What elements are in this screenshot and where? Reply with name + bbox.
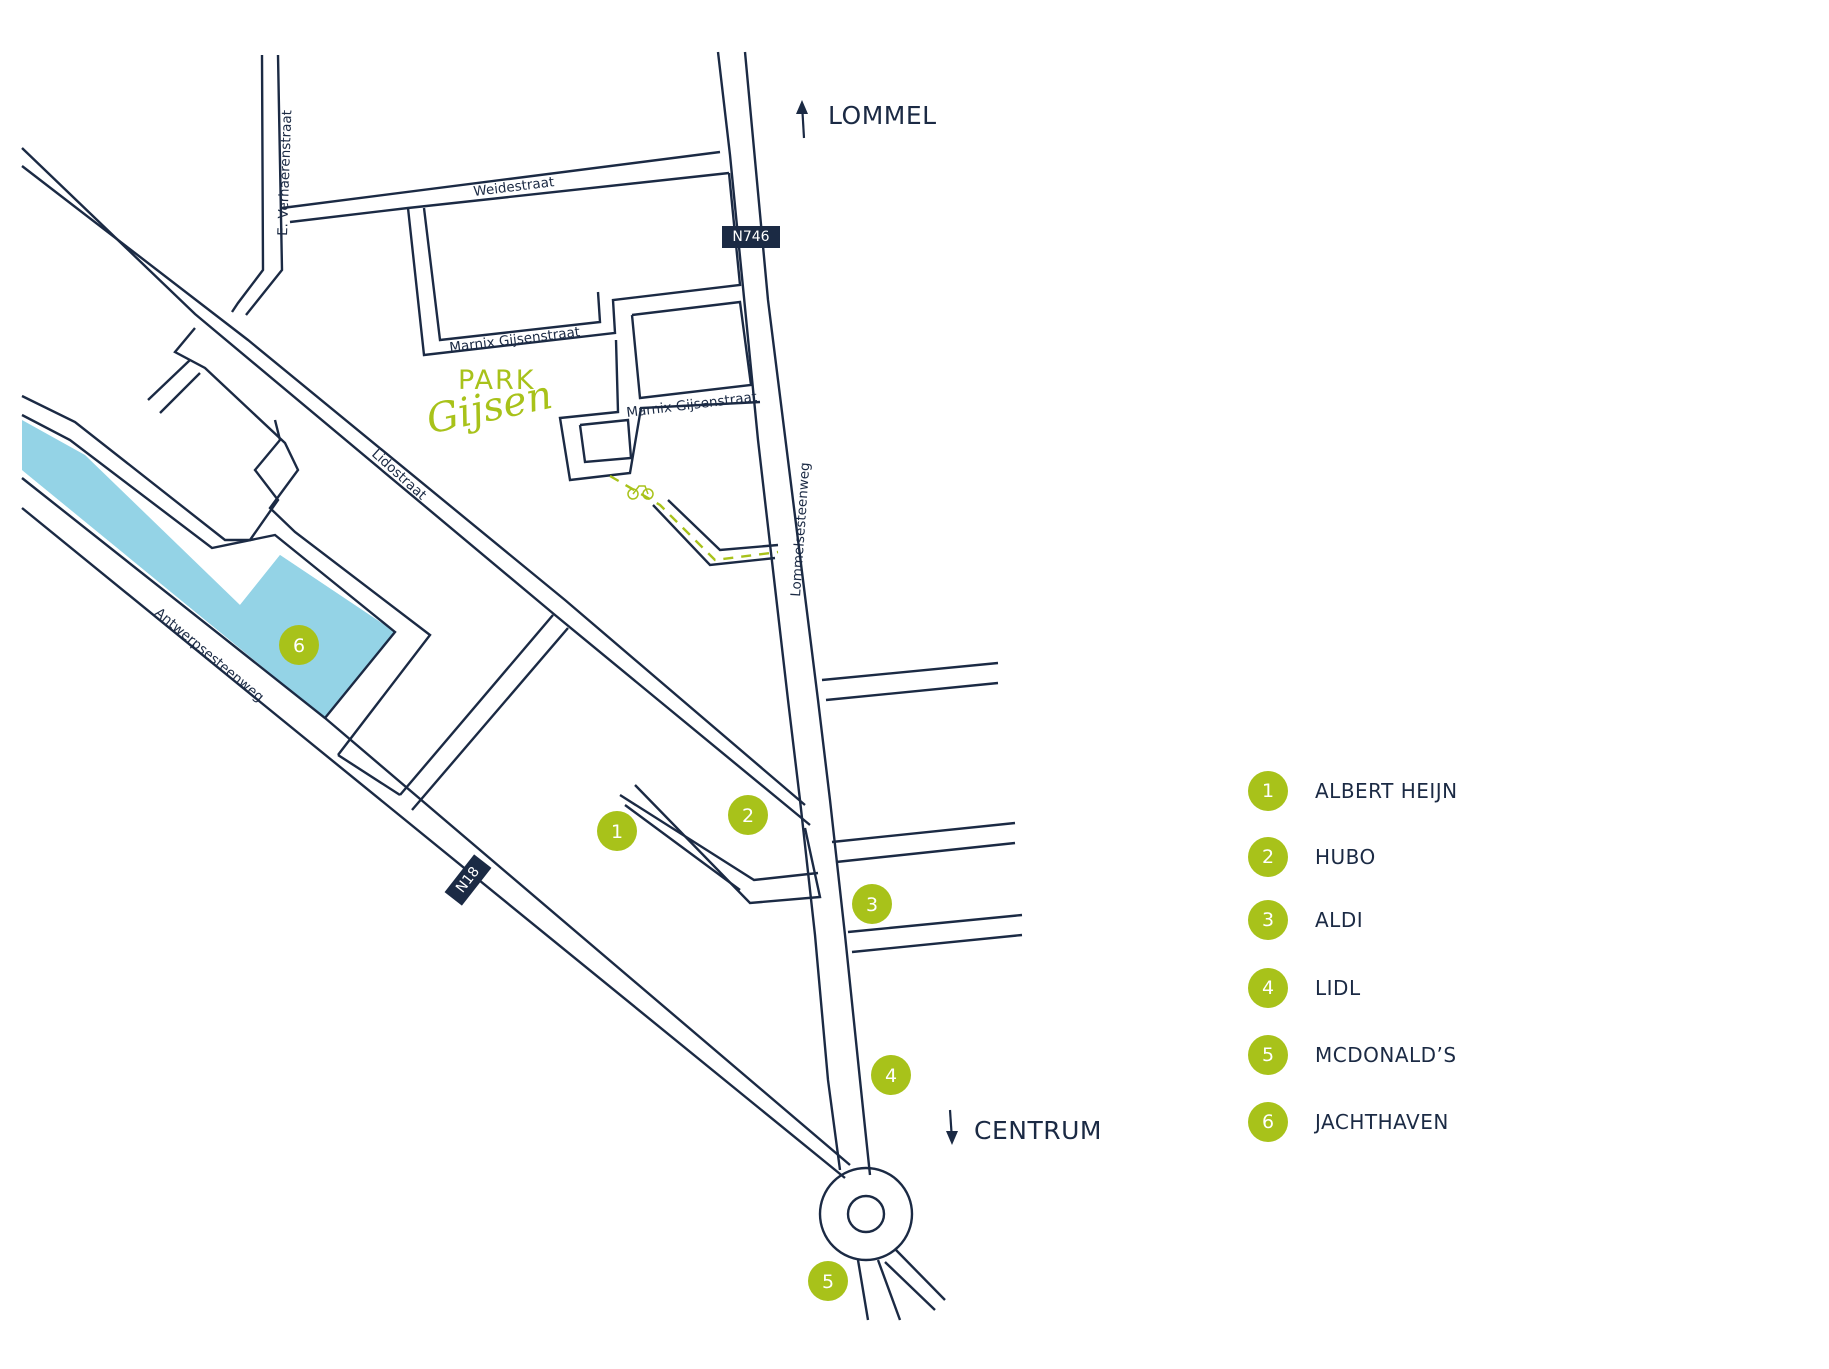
map-marker-circle: [871, 1055, 911, 1095]
map-marker-number: 2: [742, 805, 754, 827]
road-roundabout-exit-se-2: [884, 1261, 936, 1311]
legend-label-3: ALDI: [1315, 908, 1364, 932]
road-badge-n746: N746: [722, 226, 780, 248]
legend-marker-3: 3: [1248, 900, 1288, 940]
road-roundabout-exit-s-2: [876, 1259, 902, 1321]
legend-item-5[interactable]: 5 MCDONALD’S: [1248, 1035, 1457, 1075]
legend-label-6: JACHTHAVEN: [1315, 1110, 1449, 1134]
map-marker-circle: [597, 811, 637, 851]
bicycle-icon: [627, 485, 654, 500]
road-connector-box: [337, 753, 401, 797]
bike-path: [609, 474, 779, 562]
arrow-up-icon: [796, 100, 808, 139]
logo-park: PARK: [458, 365, 536, 396]
legend-item-4[interactable]: 4 LIDL: [1248, 968, 1361, 1008]
road-east-3-bottom: [851, 933, 1023, 954]
svg-text:N746: N746: [732, 229, 769, 245]
road-canal-side-top: [21, 394, 282, 542]
road-marnix-top-outer: [406, 172, 742, 357]
road-lommelsesteenweg-left: [716, 51, 842, 1171]
legend-item-1[interactable]: 1 ALBERT HEIJN: [1248, 771, 1458, 811]
road-roundabout-exit-se: [895, 1249, 946, 1301]
map-marker-circle: [852, 884, 892, 924]
legend-marker-4: 4: [1248, 968, 1288, 1008]
road-shop-access-outer: [634, 784, 822, 905]
road-lidostraat-left: [21, 147, 811, 826]
legend-label-1: ALBERT HEIJN: [1315, 779, 1458, 803]
legend-item-3[interactable]: 3 ALDI: [1248, 900, 1363, 940]
map-marker-1[interactable]: 1: [597, 811, 637, 851]
street-label-marnix-2: Marnix Gijsenstraat: [626, 389, 758, 421]
arrow-down-icon: [946, 1109, 958, 1145]
map-marker-circle: [728, 795, 768, 835]
street-label-verhaerenstraat: E. Verhaerenstraat: [275, 110, 295, 236]
map-marker-circle: [279, 625, 319, 665]
legend-marker-2: 2: [1248, 837, 1288, 877]
road-stub-left: [147, 359, 191, 401]
marina-water-main: [22, 420, 395, 718]
road-shop-access-2: [619, 793, 819, 882]
road-connector-upper: [399, 614, 554, 796]
road-lommelsesteenweg-right: [743, 51, 872, 1176]
road-marnix-middle: [630, 300, 753, 400]
legend-label-5: MCDONALD’S: [1315, 1043, 1457, 1067]
legend-marker-1: 1: [1248, 771, 1288, 811]
map-marker-number: 5: [822, 1271, 834, 1293]
map-marker-circle: [808, 1261, 848, 1301]
road-verhaerenstraat-right: [245, 54, 284, 316]
map-marker-4[interactable]: 4: [871, 1055, 911, 1095]
road-verhaerenstraat-left: [231, 54, 265, 313]
legend-marker-6: 6: [1248, 1102, 1288, 1142]
direction-label-lommel: LOMMEL: [828, 101, 937, 130]
road-bike-connection-left: [652, 504, 776, 567]
road-marnix-top-inner: [422, 207, 602, 342]
map-marker-number: 1: [611, 821, 623, 843]
legend-marker-5: 5: [1248, 1035, 1288, 1075]
road-east-2-top: [831, 821, 1016, 844]
road-east-3-top: [847, 913, 1023, 934]
road-east-1-bottom: [825, 681, 999, 702]
road-antwerpsesteenweg-left: [21, 507, 846, 1179]
road-shop-access-inner: [624, 804, 741, 891]
road-east-1-top: [821, 661, 999, 682]
road-weidestraat-top: [281, 150, 721, 210]
road-lidostraat-right: [21, 165, 806, 806]
map-marker-number: 4: [885, 1065, 897, 1087]
road-marnix-lower-inner: [578, 418, 633, 464]
road-connector-lower: [411, 627, 569, 811]
map-marker-number: 3: [866, 894, 878, 916]
map-marker-5[interactable]: 5: [808, 1261, 848, 1301]
roundabout-outer: [818, 1166, 914, 1262]
map-marker-6[interactable]: 6: [279, 625, 319, 665]
direction-label-centrum: CENTRUM: [974, 1116, 1102, 1145]
legend-label-2: HUBO: [1315, 845, 1376, 869]
street-label-lidostraat: Lidostraat: [368, 446, 429, 503]
roundabout-inner: [846, 1194, 886, 1234]
road-marnix-lower-outer: [558, 339, 761, 482]
legend-item-6[interactable]: 6 JACHTHAVEN: [1248, 1102, 1449, 1142]
road-canal-side-outer: [21, 413, 397, 719]
road-canal-side-inner: [173, 327, 432, 756]
street-label-marnix-1: Marnix Gijsenstraat: [449, 324, 581, 356]
map-marker-2[interactable]: 2: [728, 795, 768, 835]
road-stub-right: [159, 372, 201, 414]
road-antwerpsesteenweg-right: [21, 477, 851, 1166]
legend-label-4: LIDL: [1315, 976, 1361, 1000]
map-marker-3[interactable]: 3: [852, 884, 892, 924]
map-marker-number: 6: [293, 635, 305, 657]
road-badge-n18: N18: [444, 854, 492, 906]
road-network: [21, 51, 1023, 1179]
road-east-2-bottom: [835, 841, 1016, 864]
road-roundabout-exit-s-1: [856, 1259, 870, 1321]
legend-item-2[interactable]: 2 HUBO: [1248, 837, 1376, 877]
road-bike-connection-right: [667, 499, 779, 552]
